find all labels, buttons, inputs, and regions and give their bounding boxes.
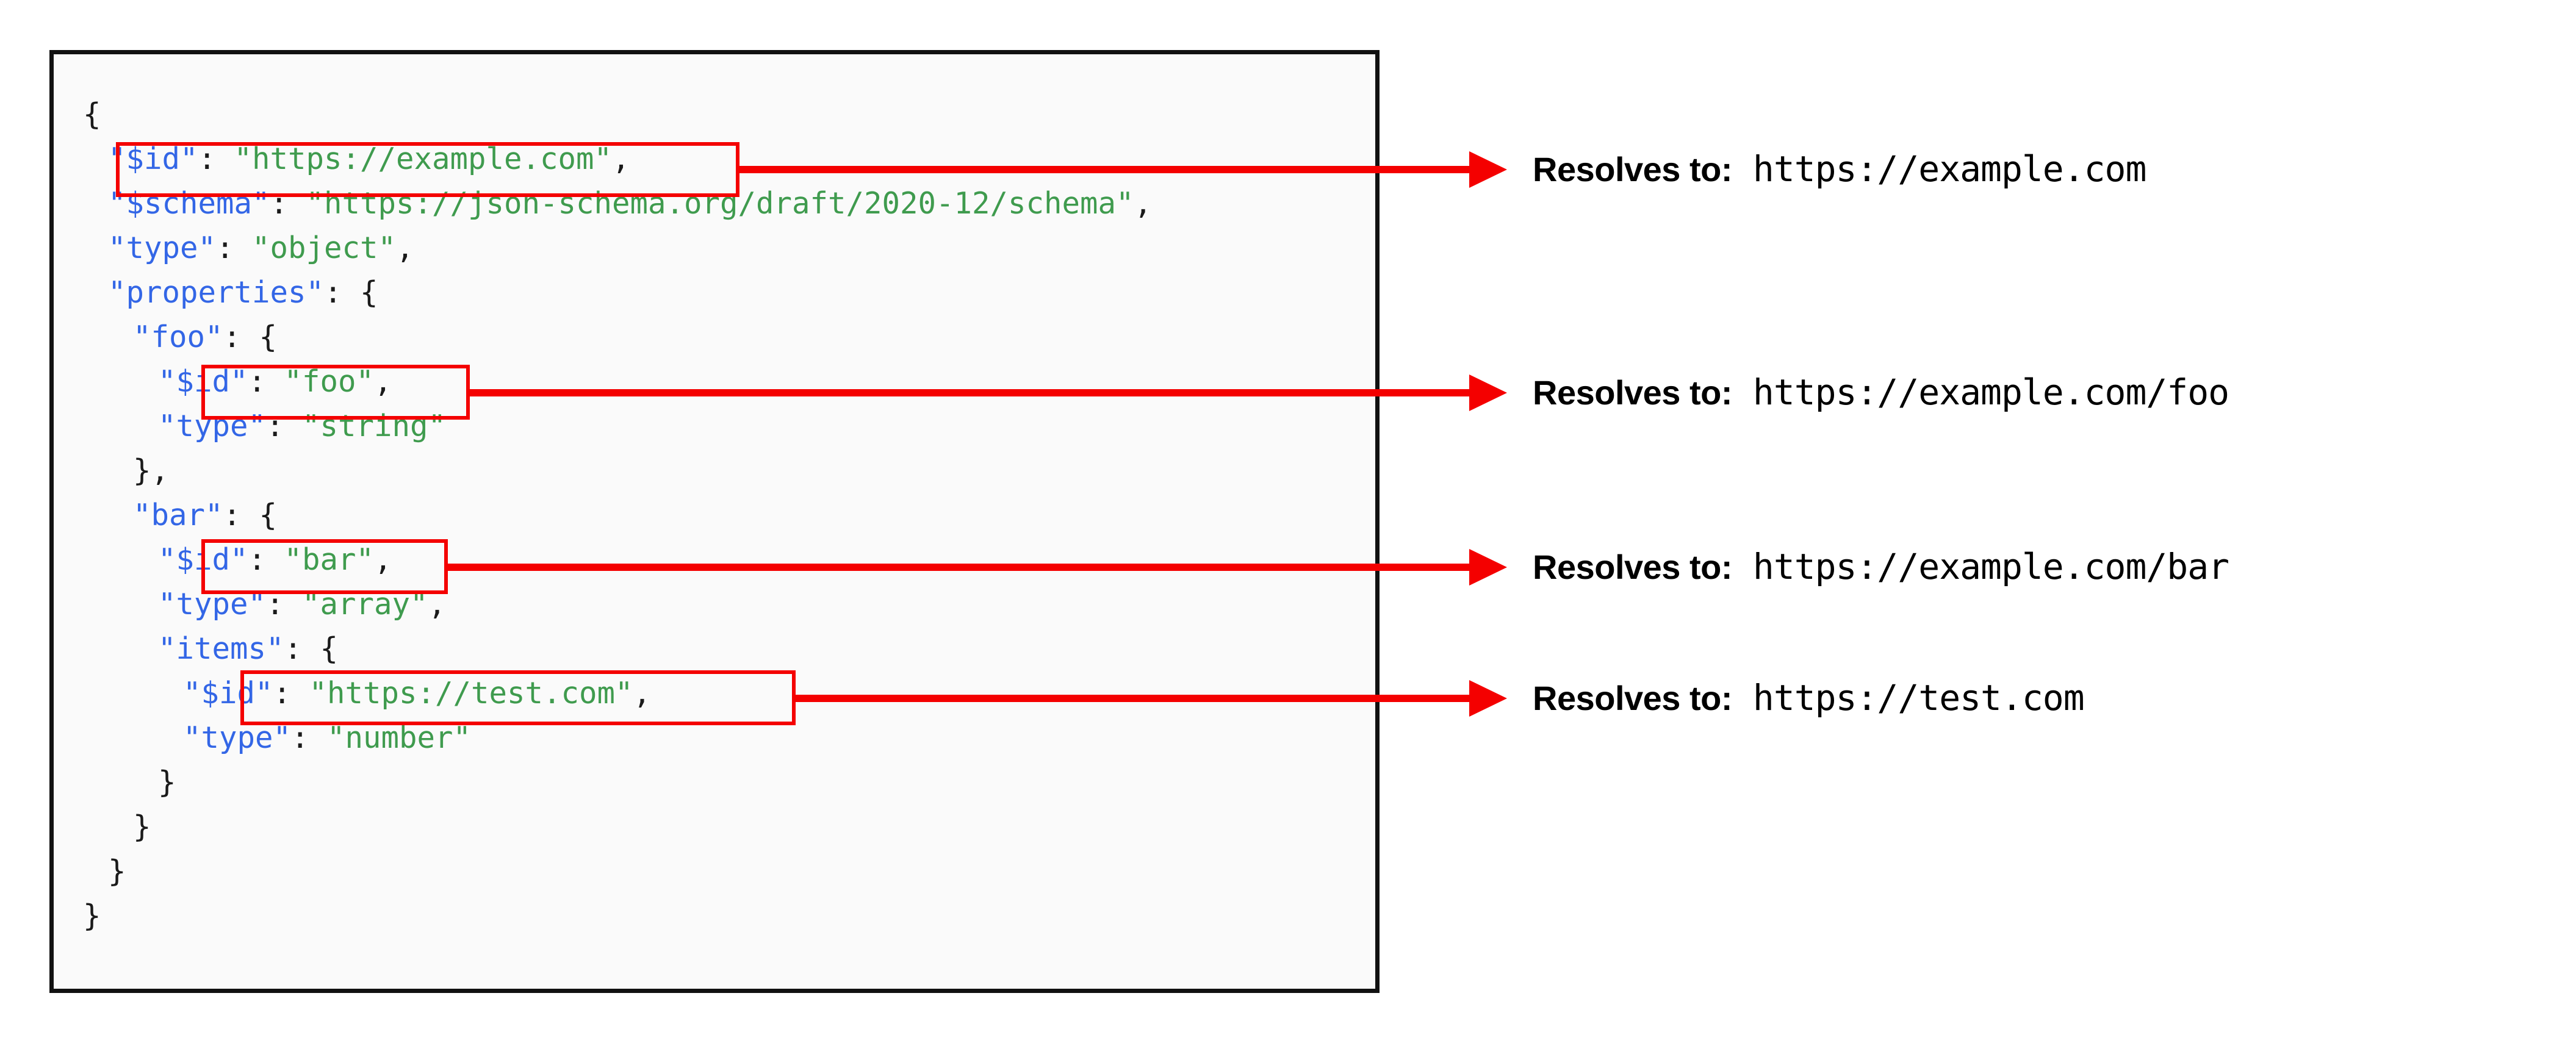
code-line: } (83, 805, 1152, 849)
annotation-items: Resolves to: https://test.com (1533, 679, 2085, 717)
code-line: "type": "number" (83, 715, 1152, 760)
code-token-str: "number" (327, 720, 472, 755)
code-token-pun: , (612, 142, 630, 176)
code-token-key: "$id" (158, 364, 248, 399)
arrow-head-icon (1469, 375, 1507, 411)
arrow-shaft (796, 695, 1469, 702)
code-token-str: "foo" (284, 364, 375, 399)
code-token-pun: : (273, 676, 309, 711)
code-token-key: "$id" (108, 142, 198, 176)
code-token-pun: }, (133, 453, 170, 488)
code-token-pun: , (1134, 186, 1153, 221)
code-token-pun: , (633, 676, 652, 711)
code-line: "type": "string" (83, 404, 1152, 448)
code-token-pun: , (396, 231, 414, 265)
arrow-shaft (470, 389, 1469, 396)
code-line: } (83, 760, 1152, 805)
code-line: } (83, 849, 1152, 894)
code-line: } (83, 894, 1152, 938)
code-token-pun: : { (284, 631, 339, 666)
code-line: "type": "array", (83, 582, 1152, 626)
code-token-pun: : (291, 720, 328, 755)
code-token-key: "items" (158, 631, 284, 666)
code-token-pun: : (248, 542, 284, 577)
annotation-foo: Resolves to: https://example.com/foo (1533, 375, 2229, 410)
code-line: "$id": "bar", (83, 537, 1152, 582)
code-line: "properties": { (83, 270, 1152, 315)
code-line: "bar": { (83, 493, 1152, 537)
resolves-to-label: Resolves to: (1533, 679, 1733, 717)
code-token-key: "type" (183, 720, 292, 755)
code-token-str: "bar" (284, 542, 375, 577)
code-line: "items": { (83, 626, 1152, 671)
code-token-pun: { (83, 97, 101, 132)
code-token-pun: : { (223, 498, 278, 532)
code-token-pun: : { (223, 320, 278, 354)
resolved-uri-value: https://example.com/bar (1732, 546, 2229, 587)
code-token-pun: : (266, 409, 303, 443)
code-listing: {"$id": "https://example.com","$schema":… (83, 92, 1152, 938)
code-token-pun: , (374, 542, 392, 577)
arrow-shaft (739, 166, 1469, 173)
code-token-key: "bar" (133, 498, 223, 532)
code-token-str: "https://test.com" (309, 676, 633, 711)
code-token-key: "properties" (108, 275, 325, 310)
code-line: "$id": "https://test.com", (83, 671, 1152, 715)
resolves-to-label: Resolves to: (1533, 373, 1733, 412)
arrow-head-icon (1469, 680, 1507, 717)
resolved-uri-value: https://example.com/foo (1732, 371, 2229, 413)
code-token-pun: : (198, 142, 234, 176)
code-line: "type": "object", (83, 226, 1152, 270)
code-token-str: "array" (302, 587, 428, 622)
json-schema-code-block: {"$id": "https://example.com","$schema":… (49, 50, 1380, 993)
code-token-key: "type" (108, 231, 217, 265)
arrow-to-foo (470, 375, 1507, 411)
code-token-key: "foo" (133, 320, 223, 354)
code-token-pun: , (374, 364, 392, 399)
arrow-shaft (448, 564, 1469, 571)
resolves-to-label: Resolves to: (1533, 150, 1733, 188)
code-line: "$schema": "https://json-schema.org/draf… (83, 181, 1152, 226)
code-token-pun: , (428, 587, 447, 622)
code-token-pun: : (270, 186, 306, 221)
arrow-to-root (739, 151, 1507, 188)
code-token-key: "$schema" (108, 186, 270, 221)
code-line: { (83, 92, 1152, 137)
code-token-key: "type" (158, 587, 267, 622)
code-token-str: "string" (302, 409, 447, 443)
code-token-pun: : { (324, 275, 378, 310)
code-line: "$id": "https://example.com", (83, 137, 1152, 181)
code-token-pun: } (133, 809, 151, 844)
code-token-pun: } (108, 854, 126, 889)
resolved-uri-value: https://example.com (1732, 148, 2146, 190)
code-token-key: "type" (158, 409, 267, 443)
code-line: "foo": { (83, 315, 1152, 359)
code-line: }, (83, 448, 1152, 493)
arrow-head-icon (1469, 151, 1507, 188)
code-token-pun: : (248, 364, 284, 399)
code-token-pun: } (83, 898, 101, 933)
arrow-to-bar (448, 549, 1507, 586)
code-token-str: "https://example.com" (234, 142, 613, 176)
annotation-root: Resolves to: https://example.com (1533, 151, 2146, 187)
code-token-key: "$id" (158, 542, 248, 577)
code-token-key: "$id" (183, 676, 273, 711)
arrow-to-items (796, 680, 1507, 717)
resolved-uri-value: https://test.com (1732, 677, 2085, 719)
code-line: "$id": "foo", (83, 359, 1152, 404)
arrow-head-icon (1469, 549, 1507, 586)
code-token-str: "https://json-schema.org/draft/2020-12/s… (306, 186, 1134, 221)
code-token-str: "object" (252, 231, 397, 265)
code-token-pun: : (266, 587, 303, 622)
resolves-to-label: Resolves to: (1533, 548, 1733, 586)
code-token-pun: } (158, 765, 176, 800)
code-token-pun: : (216, 231, 253, 265)
annotation-bar: Resolves to: https://example.com/bar (1533, 549, 2229, 584)
